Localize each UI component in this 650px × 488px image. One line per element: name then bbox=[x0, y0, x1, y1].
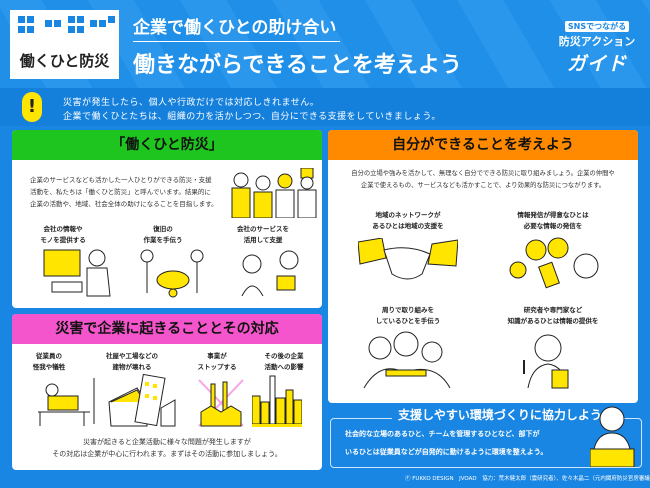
support-line1: 社会的な立場のあるひと、チームを管理するひとなど、部下が bbox=[345, 430, 540, 438]
computer-illustration bbox=[43, 249, 111, 297]
item-label: 従業員の怪我や犠牲 bbox=[32, 352, 66, 371]
body-line: 活動を、私たちは「働くひと防災」と呼んでいます。結果的に bbox=[30, 188, 211, 196]
workers-illustration bbox=[231, 168, 317, 218]
footer-credits: Ⓕ FUKKO DESIGN JVOAD 協力：荒木健太郎（雲研究者）、佐々木晶… bbox=[405, 476, 650, 482]
collapsed-building-illustration bbox=[108, 373, 176, 427]
item-label: 情報発信が得意なひとは必要な情報の発信を bbox=[517, 211, 589, 230]
handshake-illustration bbox=[358, 238, 458, 280]
service-illustration bbox=[241, 250, 299, 297]
recovery-illustration bbox=[140, 249, 204, 298]
support-line2: いるひとは従業員などが自発的に動けるように環境を整えよう。 bbox=[345, 448, 548, 456]
item-label: 復旧の作業を手伝う bbox=[143, 225, 183, 244]
factory-stop-illustration bbox=[198, 379, 244, 427]
card-disaster-impact: 災害で企業に起きることとその対応 従業員の怪我や犠牲 社屋や工場などの建物が壊れ… bbox=[12, 314, 322, 470]
item-label: 会社のサービスを活用して支援 bbox=[237, 225, 289, 244]
item-label: 地域のネットワークがあるひとは地域の支援を bbox=[372, 211, 444, 230]
header-banner: 働くひと防災 企業で働くひとの助け合い 働きながらできることを考えよう SNSで… bbox=[0, 0, 650, 88]
item-label: その後の企業活動への影響 bbox=[264, 352, 304, 371]
body-line: 企業のサービスなども活かした一人ひとりができる防災・支援 bbox=[30, 176, 212, 184]
item-label: 周りで取り組みをしているひとを手伝う bbox=[375, 306, 441, 325]
item-label: 研究者や専門家など知識があるひとは情報の提供を bbox=[507, 306, 599, 325]
expert-illustration bbox=[523, 334, 569, 389]
manager-illustration bbox=[590, 406, 635, 467]
exclamation-icon: ! bbox=[22, 92, 42, 122]
injured-illustration bbox=[38, 378, 95, 426]
brand-logo: SNSでつながる 防災アクション ガイド bbox=[557, 14, 637, 76]
item-label: 事業がストップする bbox=[197, 352, 237, 371]
alert-line1: 災害が発生したら、個人や行政だけでは対応しきれません。 bbox=[63, 98, 320, 108]
card-title: 「働くひと防災」 bbox=[12, 130, 322, 160]
body-line: 災害が起きると企業活動に様々な問題が発生しますが bbox=[83, 438, 251, 446]
brand-line1: SNSでつながる bbox=[564, 21, 630, 32]
logo-text: 働くひと防災 bbox=[19, 52, 110, 70]
item-label: 会社の情報やモノを提供する bbox=[40, 225, 86, 244]
helping-team-illustration bbox=[363, 331, 451, 389]
body-line: その対応は企業が中心に行われます。まずはその活動に参加しましょう。 bbox=[52, 450, 282, 458]
card-body: 企業のサービスなども活かした一人ひとりができる防災・支援 活動を、私たちは「働く… bbox=[30, 174, 218, 210]
card-title: 災害で企業に起きることとその対応 bbox=[12, 314, 322, 344]
alert-line2: 企業で働くひとたちは、組織の力を活かしつつ、自分にできる支援をしていきましょう。 bbox=[63, 112, 441, 122]
info-sharing-illustration bbox=[509, 237, 599, 289]
body-line: 企業で使えるもの、サービスなども活かすことで、より効果的な防災につながります。 bbox=[360, 182, 606, 189]
card-hataraku-bousai: 「働くひと防災」 企業のサービスなども活かした一人ひとりができる防災・支援 活動… bbox=[12, 130, 322, 308]
support-title: 支援しやすい環境づくりに協力しよう bbox=[392, 406, 608, 423]
card-body: 自分の立場や強みを活かして、無理なく自分でできる防災に取り組みましょう。企業の仲… bbox=[328, 168, 638, 192]
body-line: 自分の立場や強みを活かして、無理なく自分でできる防災に取り組みましょう。企業の仲… bbox=[351, 170, 615, 177]
item-label: 社屋や工場などの建物が壊れる bbox=[106, 352, 158, 371]
subtitle: 企業で働くひとの助け合い bbox=[133, 13, 340, 42]
brand-line3: ガイド bbox=[566, 53, 627, 75]
card-title: 自分ができることを考えよう bbox=[328, 130, 638, 160]
city-skyline-illustration bbox=[252, 375, 302, 427]
card-think-what-you-can-do: 自分ができることを考えよう 自分の立場や強みを活かして、無理なく自分でできる防災… bbox=[328, 130, 638, 403]
alert-band: ! 災害が発生したら、個人や行政だけでは対応しきれません。 企業で働くひとたちは… bbox=[0, 88, 650, 126]
card-body: 災害が起きると企業活動に様々な問題が発生しますが その対応は企業が中心に行われま… bbox=[12, 436, 322, 460]
page-title: 働きながらできることを考えよう bbox=[133, 53, 462, 78]
body-line: 企業の活動や、地域、社会全体の助けになることを目指します。 bbox=[30, 200, 218, 208]
logo: 働くひと防災 bbox=[10, 10, 119, 79]
brand-line2: 防災アクション bbox=[558, 35, 636, 48]
